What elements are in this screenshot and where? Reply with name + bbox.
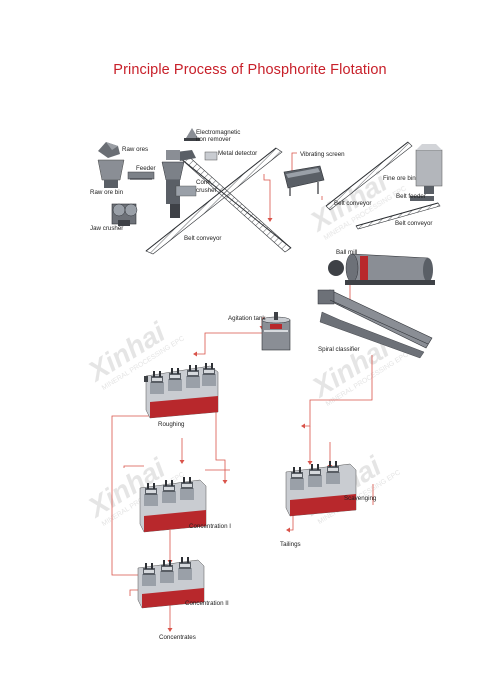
- label-spiral-classifier: Spiral classifier: [318, 346, 360, 353]
- label-concentration-2: Concentration II: [185, 600, 229, 607]
- cone-crusher-icon: [161, 150, 197, 218]
- label-metal-detector: Metal detector: [218, 150, 257, 157]
- scavenging-flotation-machine: [285, 461, 357, 517]
- label-concentration-1: Concentration I: [189, 523, 231, 530]
- diagram-labels: Raw ores Electromagnetic iron remover Me…: [90, 129, 433, 641]
- raw-ore-bin-icon: [97, 159, 125, 188]
- vibrating-screen-icon: [283, 165, 325, 196]
- label-jaw-crusher: Jaw crusher: [90, 225, 123, 232]
- belt-conveyor-main-cross: [176, 150, 292, 253]
- label-scavenging: Scavenging: [344, 495, 377, 502]
- label-agitation-tank: Agitation tank: [228, 315, 266, 322]
- label-tailings: Tailings: [280, 541, 301, 548]
- label-belt-feeder: Belt feeder: [396, 193, 426, 200]
- label-raw-ore-bin: Raw ore bin: [90, 189, 124, 196]
- feeder-icon: [127, 171, 155, 180]
- jaw-crusher-icon: [111, 203, 138, 226]
- label-fine-ore-bin: Fine ore bin: [383, 175, 416, 182]
- spiral-classifier-icon: [317, 289, 433, 359]
- raw-ore-pile-icon: [98, 142, 120, 158]
- label-feeder: Feeder: [136, 165, 156, 172]
- watermark-middle-right: Xinhai MINERAL PROCESSING EPC: [305, 332, 410, 408]
- roughing-flotation-machine: [144, 363, 219, 419]
- label-electromagnetic-iron-remover-line2: iron remover: [196, 136, 231, 143]
- label-belt-conveyor-1: Belt conveyor: [184, 235, 222, 242]
- concentration-2-flotation-machine: [137, 557, 205, 609]
- label-cone-crusher-line1: Cone: [196, 179, 211, 186]
- label-ball-mill: Ball mill: [336, 249, 357, 256]
- fine-ore-bin-icon: [415, 144, 443, 194]
- diagram-title: Principle Process of Phosphorite Flotati…: [113, 62, 387, 78]
- label-concentrates: Concentrates: [159, 634, 196, 641]
- label-cone-crusher-line2: crusher: [196, 187, 217, 194]
- label-raw-ores: Raw ores: [122, 146, 148, 153]
- belt-feeder-icon: [410, 196, 434, 201]
- agitation-tank-icon: [261, 312, 291, 351]
- concentration-1-flotation-machine: [139, 477, 207, 533]
- belt-conveyor-right: [325, 141, 413, 211]
- label-belt-conveyor-3: Belt conveyor: [395, 220, 433, 227]
- belt-conveyor-main-left: [145, 147, 283, 255]
- label-belt-conveyor-2: Belt conveyor: [334, 200, 372, 207]
- label-vibrating-screen: Vibrating screen: [300, 151, 345, 158]
- metal-detector-icon: [204, 151, 218, 161]
- belt-conveyor-lower-right: [355, 202, 441, 230]
- electromagnetic-iron-remover-icon: [184, 128, 200, 141]
- label-roughing: Roughing: [158, 421, 185, 428]
- ball-mill-icon: [328, 253, 435, 285]
- label-electromagnetic-iron-remover-line1: Electromagnetic: [196, 129, 240, 136]
